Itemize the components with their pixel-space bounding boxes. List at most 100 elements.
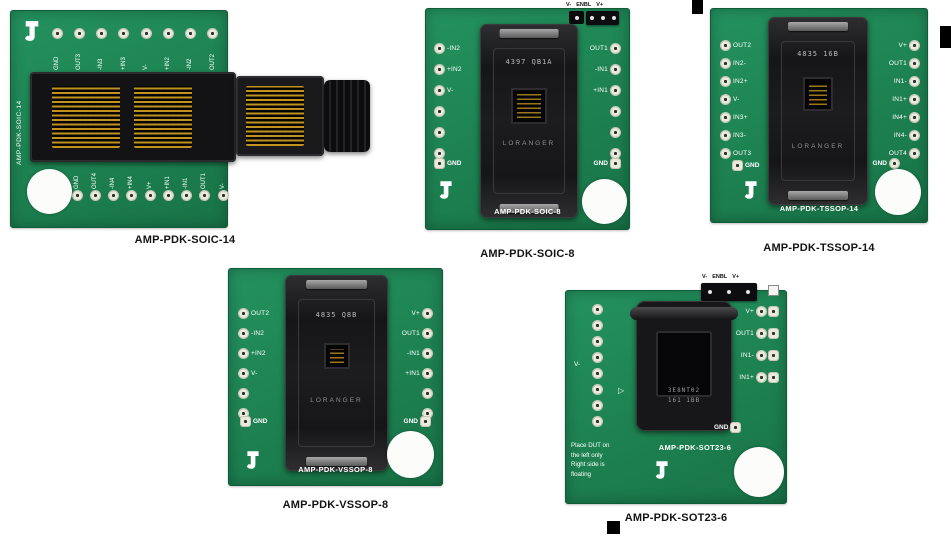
left-pin-column: -IN2 +IN2 V- bbox=[435, 42, 462, 159]
pin-label: +IN2 bbox=[251, 349, 266, 357]
solder-pad bbox=[423, 328, 432, 338]
jumper-pin-label: V+ bbox=[596, 2, 604, 8]
metal-clamp-top bbox=[788, 22, 848, 31]
solder-pad bbox=[910, 148, 919, 158]
solder-pad bbox=[423, 408, 432, 418]
solder-pad bbox=[435, 64, 444, 74]
solder-pad bbox=[910, 76, 919, 86]
pin-label: V- bbox=[447, 86, 454, 94]
ti-logo-glyph bbox=[655, 461, 668, 479]
pin-label: +IN2 bbox=[447, 65, 462, 73]
solder-pad bbox=[145, 191, 155, 200]
pin-label: V- bbox=[251, 369, 258, 377]
solder-pad bbox=[239, 328, 248, 338]
solder-pad bbox=[435, 148, 444, 158]
solder-pad bbox=[611, 106, 620, 116]
pin-label: V- bbox=[142, 64, 149, 70]
pin: IN4- bbox=[889, 129, 919, 141]
pin: V+ bbox=[402, 307, 432, 319]
pin bbox=[435, 105, 462, 117]
right-pin-column: OUT1 -IN1 +IN1 bbox=[590, 42, 620, 159]
gnd-left: GND bbox=[241, 417, 267, 426]
triangle-marker-icon: ▷ bbox=[618, 386, 625, 395]
header-pin bbox=[574, 15, 579, 20]
caption: AMP-PDK-SOIC-8 bbox=[480, 248, 575, 260]
label-sticker bbox=[768, 285, 779, 296]
sot23-test-socket: 3E8NT02 161 1BB bbox=[630, 301, 738, 431]
pin: +IN2 bbox=[239, 347, 269, 359]
pin: OUT1 bbox=[889, 57, 919, 69]
pin-label: IN4- bbox=[893, 131, 907, 139]
solder-pad bbox=[593, 401, 602, 410]
solder-pad bbox=[163, 191, 173, 200]
ti-logo-icon bbox=[438, 179, 454, 206]
solder-pad bbox=[593, 321, 602, 330]
ti-logo-glyph bbox=[246, 451, 259, 469]
solder-pad bbox=[769, 372, 778, 382]
pin-label: V- bbox=[733, 95, 740, 103]
pin-label: OUT3 bbox=[733, 149, 752, 157]
test-socket: 4835 Q8B LORANGER bbox=[285, 275, 388, 471]
socket-cavity bbox=[511, 88, 547, 124]
soic14-socket-body bbox=[30, 72, 236, 162]
pin bbox=[590, 126, 620, 138]
pin: IN3+ bbox=[721, 111, 751, 123]
board-assembly-soic8: V- ENBL V+ -IN2 +IN2 V- bbox=[425, 2, 630, 260]
pin bbox=[239, 387, 269, 399]
pin: -IN1 bbox=[402, 347, 432, 359]
note-line: floating bbox=[571, 470, 591, 478]
solder-pad bbox=[910, 130, 919, 140]
right-pin-column: V+ OUT1 IN1- IN1+ bbox=[730, 305, 778, 383]
pin: OUT2 bbox=[207, 29, 219, 70]
metal-clamp-bottom bbox=[499, 204, 559, 213]
solder-pad bbox=[611, 64, 620, 74]
pin-label: OUT1 bbox=[401, 329, 420, 337]
ti-logo-icon bbox=[654, 459, 670, 486]
solder-pad bbox=[127, 191, 137, 200]
socket-brand: LORANGER bbox=[502, 140, 556, 147]
pin: IN2- bbox=[721, 57, 751, 69]
solder-pad bbox=[593, 353, 602, 362]
ti-logo-icon bbox=[743, 179, 759, 206]
pin: V- bbox=[721, 93, 751, 105]
gnd-right: GND bbox=[873, 159, 899, 168]
solder-pad bbox=[721, 40, 730, 50]
solder-pad bbox=[72, 191, 82, 200]
left-pin-column: OUT2 -IN2 +IN2 V- bbox=[239, 307, 269, 419]
pin: OUT4 bbox=[889, 147, 919, 159]
solder-pad bbox=[721, 112, 730, 122]
pin-label: V+ bbox=[898, 41, 907, 49]
pin: OUT2 bbox=[721, 39, 751, 51]
crop-artifact bbox=[940, 26, 951, 48]
gnd-label: GND bbox=[872, 160, 887, 167]
pin-label: -IN2 bbox=[447, 44, 461, 52]
pin-label: -IN2 bbox=[187, 58, 194, 70]
header-pin bbox=[600, 16, 605, 20]
pin: V+ bbox=[889, 39, 919, 51]
pin: +IN1 bbox=[590, 84, 620, 96]
pin-label: IN3+ bbox=[733, 113, 748, 121]
pin-label: +IN3 bbox=[120, 57, 127, 70]
pin-label: +IN1 bbox=[405, 369, 420, 377]
solder-pad bbox=[423, 348, 432, 358]
header-pin bbox=[745, 290, 750, 294]
pin: -IN3 bbox=[96, 29, 108, 70]
right-pin-column: V+ OUT1 IN1- IN1+ bbox=[889, 39, 919, 159]
gnd-label: GND bbox=[253, 418, 268, 425]
metal-clamp-bottom bbox=[788, 191, 848, 200]
pin-label: IN1- bbox=[893, 77, 907, 85]
pin-label: +IN4 bbox=[128, 176, 135, 189]
solder-pad bbox=[757, 350, 766, 360]
solder-pad bbox=[611, 127, 620, 137]
pcb-tssop14: OUT2 IN2- IN2+ V- bbox=[710, 8, 928, 223]
note-line: Place DUT on bbox=[571, 442, 610, 449]
gnd-right: GND bbox=[404, 417, 430, 426]
jumper-pin-label: ENBL bbox=[576, 2, 592, 8]
pin-label: OUT2 bbox=[251, 309, 270, 317]
solder-pad bbox=[74, 29, 84, 38]
gnd-left: GND bbox=[435, 159, 461, 168]
ti-logo-glyph bbox=[744, 181, 757, 199]
white-label-dot bbox=[387, 431, 434, 478]
gnd-right: GND bbox=[594, 159, 620, 168]
